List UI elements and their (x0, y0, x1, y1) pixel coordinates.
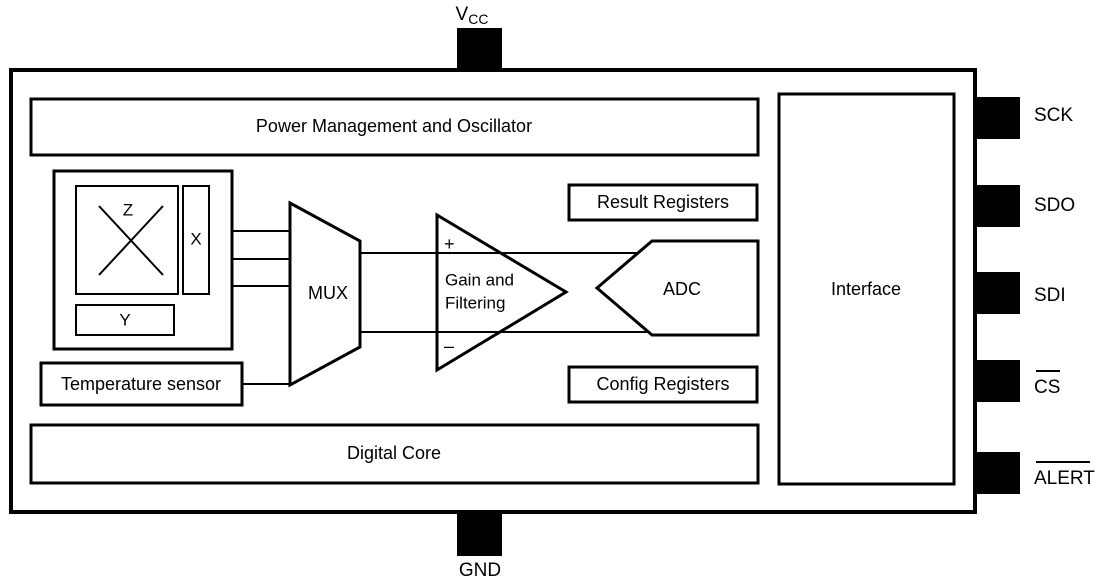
gnd-pin-label: GND (459, 560, 501, 581)
interface-block[interactable] (777, 92, 956, 486)
result-registers-block[interactable] (567, 183, 759, 222)
z-axis-label: Z (123, 200, 133, 219)
vcc-pin[interactable] (457, 28, 502, 72)
config-registers-label: Config Registers (596, 374, 729, 394)
power-management-label: Power Management and Oscillator (256, 116, 532, 136)
gain-filtering-label-line2: Filtering (445, 293, 505, 312)
sck-pin[interactable] (975, 97, 1020, 139)
y-axis-block[interactable] (75, 304, 175, 336)
temperature-sensor-block[interactable] (39, 361, 244, 407)
gnd-pin[interactable] (457, 512, 502, 556)
mux-block[interactable] (288, 200, 362, 388)
x-axis-label: X (190, 229, 201, 248)
adc-block[interactable] (594, 239, 760, 337)
mux-label: MUX (308, 283, 348, 303)
gain-minus-sign: – (444, 336, 454, 356)
x-axis-block[interactable] (182, 185, 210, 295)
z-axis-block[interactable] (75, 185, 179, 295)
cs-pin[interactable] (975, 360, 1020, 402)
vcc-pin-label: VCC (456, 4, 489, 27)
digital-core-label: Digital Core (347, 443, 441, 463)
sdo-pin-label: SDO (1034, 195, 1075, 216)
cs-pin-label: CS (1034, 377, 1060, 398)
adc-label: ADC (663, 279, 701, 299)
z-axis-cross-line-b (98, 205, 164, 276)
sdi-pin[interactable] (975, 272, 1020, 314)
digital-core-block[interactable] (29, 423, 760, 485)
gain-plus-sign: + (444, 234, 455, 254)
alert-pin[interactable] (975, 452, 1020, 494)
sdi-pin-label: SDI (1034, 285, 1066, 306)
sdo-pin[interactable] (975, 185, 1020, 227)
sck-pin-label: SCK (1034, 105, 1073, 126)
temperature-sensor-label: Temperature sensor (61, 374, 221, 394)
result-registers-label: Result Registers (597, 192, 729, 212)
interface-label: Interface (831, 279, 901, 299)
alert-pin-label: ALERT (1034, 468, 1095, 489)
config-registers-block[interactable] (567, 365, 759, 404)
power-management-block[interactable] (29, 97, 760, 157)
gain-filtering-label-line1: Gain and (445, 270, 514, 289)
y-axis-label: Y (119, 310, 130, 329)
